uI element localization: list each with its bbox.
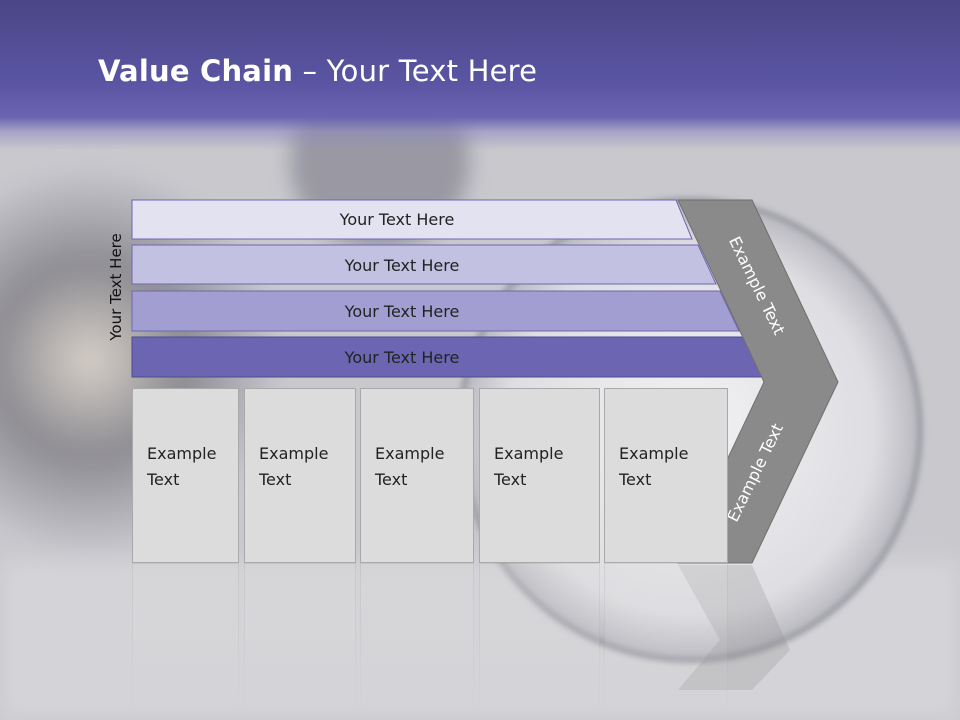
title-bar	[0, 0, 960, 150]
activity-cell-3: Example Text	[360, 388, 474, 563]
bar-4-label: Your Text Here	[344, 347, 460, 367]
activity-cell-4: Example Text	[479, 388, 600, 563]
cell-3-line1: Example	[375, 444, 445, 463]
slide-title-bold: Value Chain	[98, 54, 294, 88]
cell-2-line1: Example	[259, 444, 329, 463]
activity-cell-2: Example Text	[244, 388, 356, 563]
cell-2-line2: Text	[259, 470, 292, 489]
bar-3: Your Text Here	[132, 292, 702, 330]
activity-cell-5: Example Text	[604, 388, 728, 563]
bar-2: Your Text Here	[132, 246, 702, 284]
bar-2-label: Your Text Here	[344, 255, 460, 275]
vertical-label-text: Your Text Here	[107, 233, 125, 341]
bar-1: Your Text Here	[132, 200, 692, 238]
cell-1-line1: Example	[147, 444, 217, 463]
cell-5-line2: Text	[619, 470, 652, 489]
bar-1-label: Your Text Here	[339, 209, 455, 229]
bar-4: Your Text Here	[132, 338, 702, 376]
cell-1-line2: Text	[147, 470, 180, 489]
slide-title-rest: – Your Text Here	[293, 54, 538, 88]
cell-4-line2: Text	[494, 470, 527, 489]
cell-3-line2: Text	[375, 470, 408, 489]
bar-3-label: Your Text Here	[344, 301, 460, 321]
slide-title: Value Chain – Your Text Here	[98, 54, 537, 88]
cell-4-line1: Example	[494, 444, 564, 463]
cell-5-line1: Example	[619, 444, 689, 463]
activity-cell-1: Example Text	[132, 388, 239, 563]
